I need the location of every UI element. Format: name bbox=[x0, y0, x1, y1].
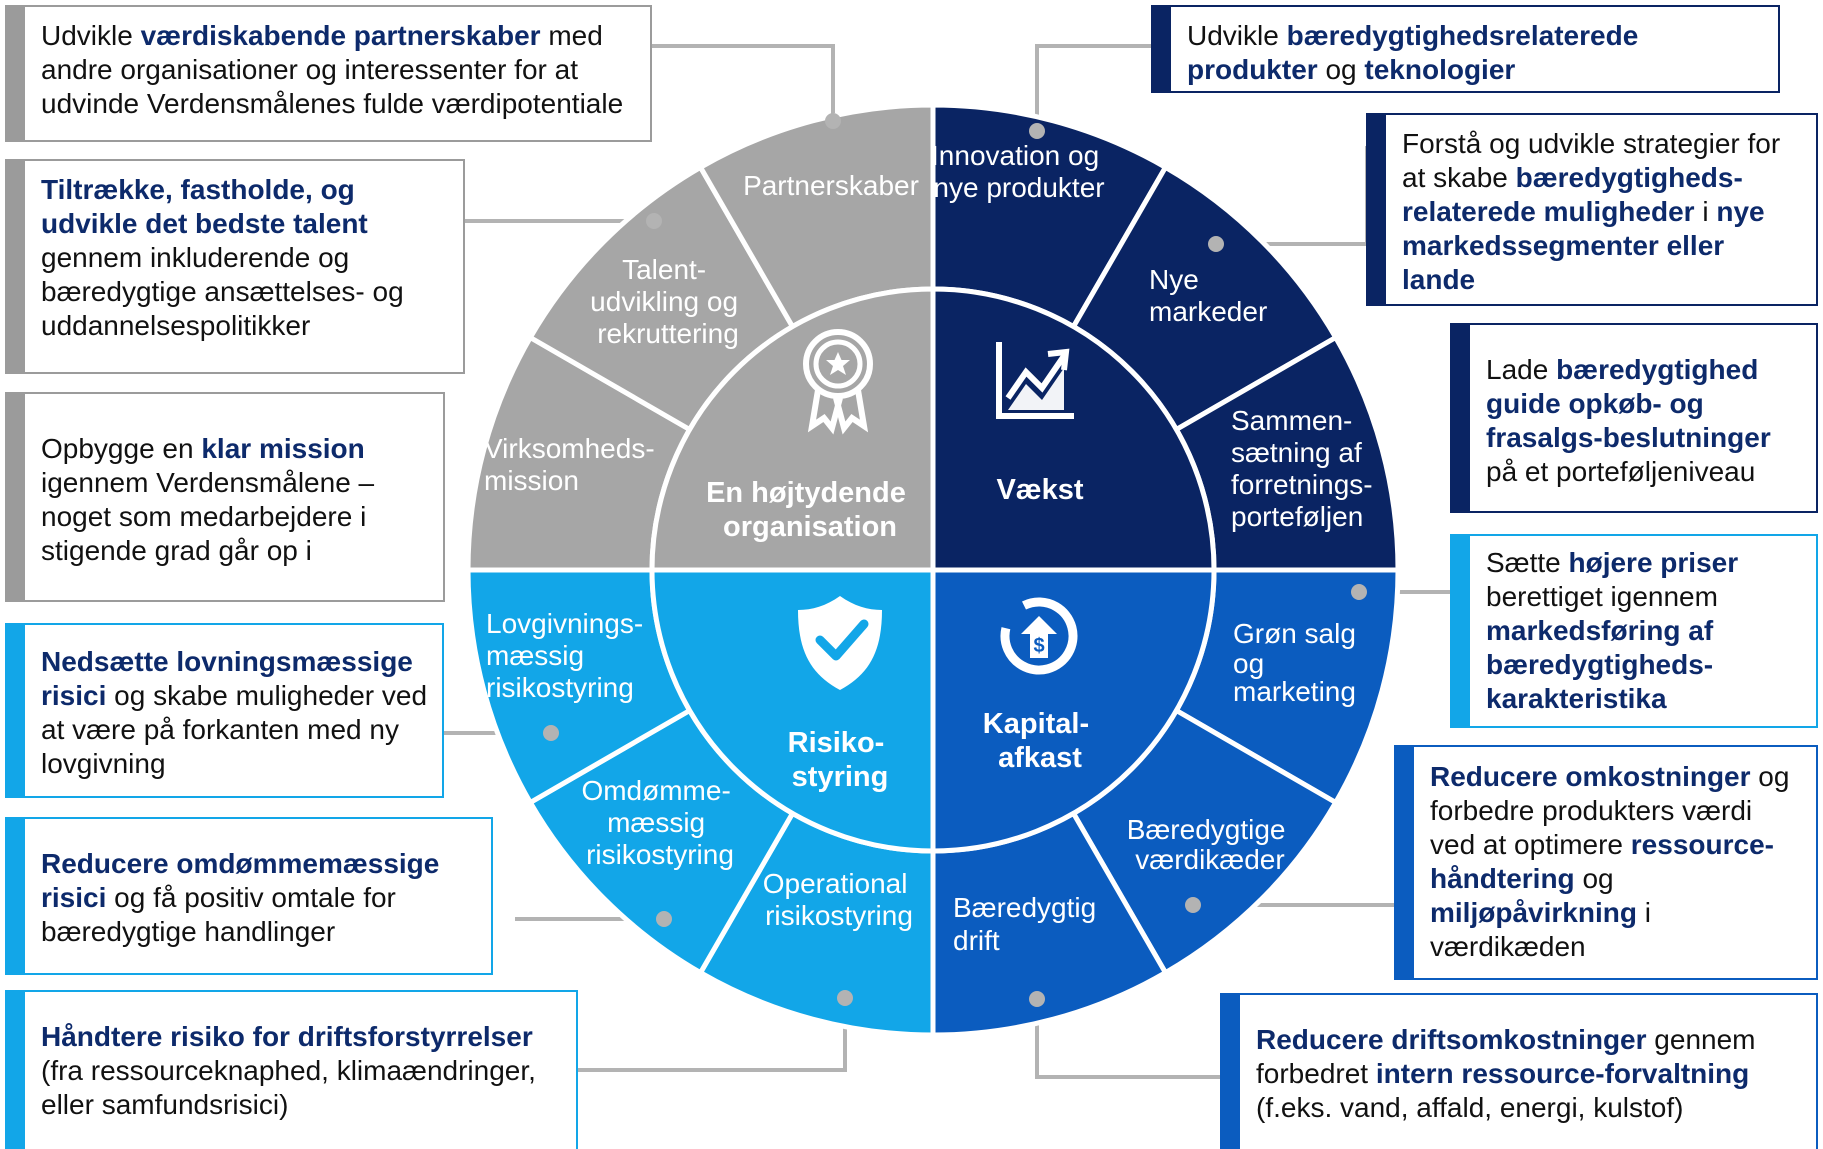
segment-label-mission: Virksomheds- mission bbox=[484, 433, 662, 496]
core-label-capital: Kapital- afkast bbox=[983, 708, 1097, 774]
callout-salg: Sætte højere priser berettiget igennem m… bbox=[1450, 534, 1818, 728]
award-ribbon-icon bbox=[803, 329, 873, 435]
segment-label-drift: Bæredygtig drift bbox=[953, 892, 1104, 956]
dot-vaerdikaeder bbox=[1185, 897, 1201, 913]
wheel-sectors bbox=[465, 102, 1401, 1038]
dot-salg bbox=[1351, 584, 1367, 600]
dot-operational bbox=[837, 990, 853, 1006]
core-growth bbox=[930, 286, 1217, 573]
segment-label-operational: Operational risikostyring bbox=[763, 868, 916, 931]
shield-check-icon bbox=[798, 596, 882, 690]
connector-partnerskaber bbox=[652, 44, 835, 121]
segment-label-portefolje: Sammen- sætning af forretnings- porteføl… bbox=[1231, 405, 1380, 532]
connector-dots bbox=[543, 113, 1367, 1007]
callout-drift: Reducere driftsomkostninger gennem forbe… bbox=[1220, 993, 1818, 1149]
callout-markeder: Forstå og udvikle strategier for at skab… bbox=[1366, 113, 1818, 306]
callout-mission: Opbygge en klar mission igennem Verdensm… bbox=[5, 392, 445, 602]
dot-innovation bbox=[1029, 123, 1045, 139]
dot-talent bbox=[646, 213, 662, 229]
callout-portefolje: Lade bæredygtighed guide opkøb- og frasa… bbox=[1450, 323, 1818, 513]
core-organisation bbox=[649, 286, 936, 573]
callout-talent: Tiltrække, fastholde, og udvikle det bed… bbox=[5, 159, 465, 374]
callout-partnerskaber: Udvikle værdiskabende partnerskaber med … bbox=[5, 5, 652, 142]
dot-omdomme bbox=[656, 911, 672, 927]
core-label-organisation: En højtydende organisation bbox=[706, 477, 914, 543]
callout-operational: Håndtere risiko for driftsforstyrrelser … bbox=[5, 990, 578, 1149]
segment-label-innovation: Innovation og nye produkter bbox=[931, 140, 1107, 203]
dot-drift bbox=[1029, 991, 1045, 1007]
segment-label-omdomme: Omdømme- mæssig risikostyring bbox=[581, 775, 738, 870]
dot-partnerskaber bbox=[825, 113, 841, 129]
callout-vaerdikaeder: Reducere omkostninger og forbedre produk… bbox=[1394, 745, 1818, 980]
svg-text:$: $ bbox=[1033, 635, 1044, 657]
dollar-return-icon: $ bbox=[1000, 597, 1078, 675]
dot-markeder bbox=[1208, 236, 1224, 252]
dot-lovgivning bbox=[543, 725, 559, 741]
segment-label-lovgivning: Lovgivnings- mæssig risikostyring bbox=[486, 608, 651, 703]
segment-label-salg: Grøn salg og marketing bbox=[1233, 618, 1364, 707]
core-label-growth: Vækst bbox=[996, 474, 1083, 506]
segment-label-markeder: Nye markeder bbox=[1149, 264, 1267, 327]
callout-innovation: Udvikle bæredygtighedsrelaterede produkt… bbox=[1151, 5, 1780, 93]
growth-chart-icon bbox=[996, 342, 1074, 419]
segment-label-vaerdikaeder: Bæredygtige værdikæder bbox=[1127, 814, 1294, 875]
core-label-risk: Risiko- styring bbox=[788, 727, 893, 793]
callout-omdomme: Reducere omdømmemæssige risici og få pos… bbox=[5, 817, 493, 975]
connector-innovation bbox=[1035, 44, 1154, 131]
segment-label-talent: Talent- udvikling og rekruttering bbox=[590, 254, 746, 349]
callout-lovgivning: Nedsætte lovningsmæssige risici og skabe… bbox=[5, 623, 444, 798]
segment-label-partnerskaber: Partnerskaber bbox=[743, 170, 919, 201]
